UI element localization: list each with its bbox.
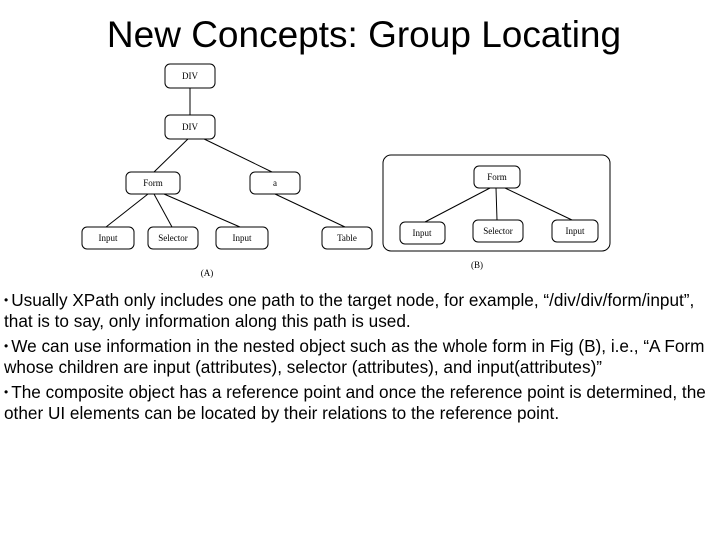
node-label: Form — [143, 178, 163, 188]
diagram-area: DIV DIV Form a Input Selector Input Tabl… — [81, 63, 611, 278]
node-div-root: DIV — [164, 63, 216, 89]
bullet-item: •Usually XPath only includes one path to… — [4, 290, 724, 332]
node-input-2-b: Input — [551, 219, 599, 243]
node-form-b: Form — [473, 165, 521, 189]
edge-form-selector — [153, 193, 173, 228]
node-label: Selector — [483, 226, 513, 236]
node-label: DIV — [182, 122, 198, 132]
bullet-text: The composite object has a reference poi… — [4, 382, 706, 423]
diagram-a-edges — [105, 88, 346, 228]
node-label: Input — [566, 226, 585, 236]
node-label: a — [273, 178, 277, 188]
node-label: Selector — [158, 233, 188, 243]
bullet-dot-icon: • — [4, 385, 9, 399]
node-label: Input — [233, 233, 252, 243]
bullet-text: We can use information in the nested obj… — [4, 336, 705, 377]
bullet-item: •We can use information in the nested ob… — [4, 336, 724, 378]
bullet-dot-icon: • — [4, 339, 9, 353]
edge-form-input1 — [424, 187, 491, 223]
slide-title: New Concepts: Group Locating — [106, 14, 622, 55]
node-input-1-b: Input — [399, 221, 446, 245]
node-selector: Selector — [147, 226, 199, 250]
node-div-child: DIV — [164, 114, 216, 140]
node-label: Table — [337, 233, 357, 243]
edge-form-selector — [495, 187, 498, 221]
node-input-1: Input — [81, 226, 135, 250]
bullet-dot-icon: • — [4, 293, 9, 307]
bullet-item: •The composite object has a reference po… — [4, 382, 724, 424]
edge-form-input2 — [163, 193, 241, 228]
node-a: a — [249, 171, 301, 195]
edge-form-input2 — [504, 187, 573, 221]
node-table: Table — [321, 226, 373, 250]
node-selector-b: Selector — [472, 219, 524, 243]
edge-a-table — [274, 193, 346, 228]
node-label: DIV — [182, 71, 198, 81]
node-label: Form — [487, 172, 507, 182]
edge-form-input1 — [105, 193, 149, 228]
bullet-list: •Usually XPath only includes one path to… — [4, 290, 724, 428]
node-input-2: Input — [215, 226, 269, 250]
diagram-b-edges — [424, 187, 573, 223]
edge-div-a — [199, 136, 273, 173]
edge-div-form — [153, 136, 191, 173]
bullet-text: Usually XPath only includes one path to … — [4, 290, 695, 331]
node-label: Input — [413, 228, 432, 238]
caption-b: (B) — [471, 260, 483, 270]
caption-a: (A) — [201, 268, 214, 278]
node-label: Input — [99, 233, 118, 243]
node-form: Form — [125, 171, 181, 195]
